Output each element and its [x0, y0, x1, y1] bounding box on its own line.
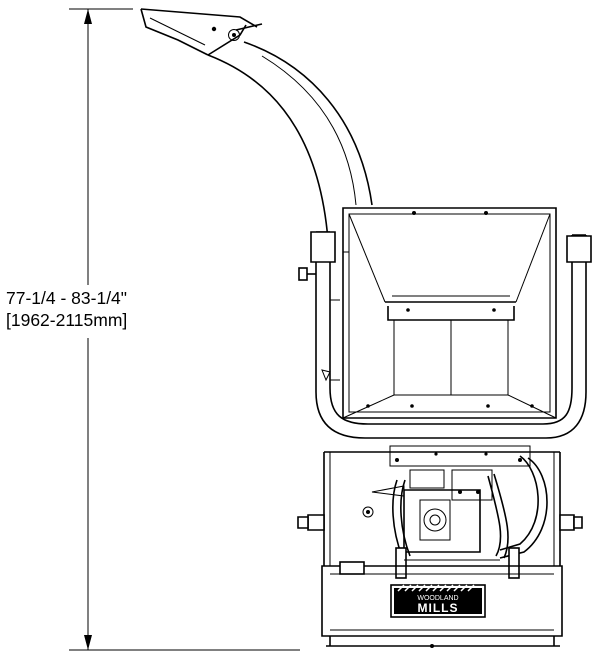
- woodland-mills-logo: WOODLAND MILLS: [390, 584, 486, 618]
- logo-line1: WOODLAND: [417, 595, 458, 602]
- logo-line2: MILLS: [418, 601, 459, 615]
- discharge-chute: [140, 8, 373, 241]
- height-dimension-imperial: 77-1/4 - 83-1/4": [6, 288, 128, 308]
- dimension-arrow-bottom: [84, 635, 92, 650]
- handle-bar: [298, 231, 592, 439]
- engine-frame: [297, 445, 583, 579]
- base-box: [321, 561, 563, 648]
- dimension-arrow-top: [84, 9, 92, 24]
- height-dimension-metric: [1962-2115mm]: [6, 310, 128, 330]
- feed-hopper: [342, 207, 557, 419]
- height-dimension-line: [69, 8, 300, 651]
